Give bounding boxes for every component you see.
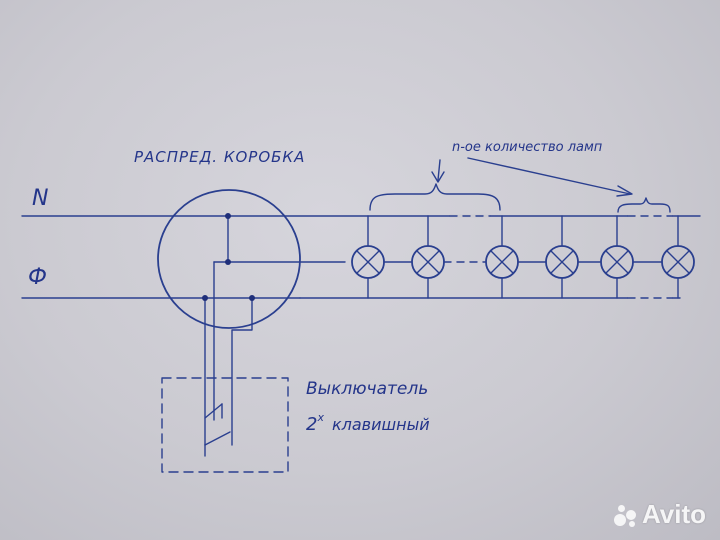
pointer-line [437,159,441,181]
phase-label: Ф [28,265,47,290]
pointer-arrowhead-long [616,185,633,197]
switch-box [161,377,289,473]
switch-label-line2: 2х клавишный [306,411,430,435]
brace-lamps [369,183,501,211]
junction-dot [225,213,231,219]
avito-watermark-text: Avito [641,499,706,529]
pointer-arrowhead [431,171,445,183]
avito-watermark: Avito [612,499,706,530]
switch-label-number: 2 [306,414,317,435]
junction-dot [202,295,208,301]
junction-dot [249,295,255,301]
pointer-line-long [467,157,631,195]
switch-label-superscript: х [316,411,324,424]
switch-label-rest: клавишный [332,415,430,434]
switch-wire-right [231,297,253,446]
lamp-count-label: n-ое количество ламп [452,140,603,155]
junction-box-label: РАСПРЕД. КОРОБКА [134,148,305,166]
neutral-label: N [32,186,48,211]
switch-contact-lower [204,431,231,446]
lamp-feed-wire [227,215,346,263]
avito-logo-icon [612,502,638,528]
junction-box-circle [157,189,301,329]
brace-lamps-small [617,197,671,213]
junction-dot [225,259,231,265]
switch-label-line1: Выключатель [306,379,428,399]
lamp-group [351,215,695,299]
